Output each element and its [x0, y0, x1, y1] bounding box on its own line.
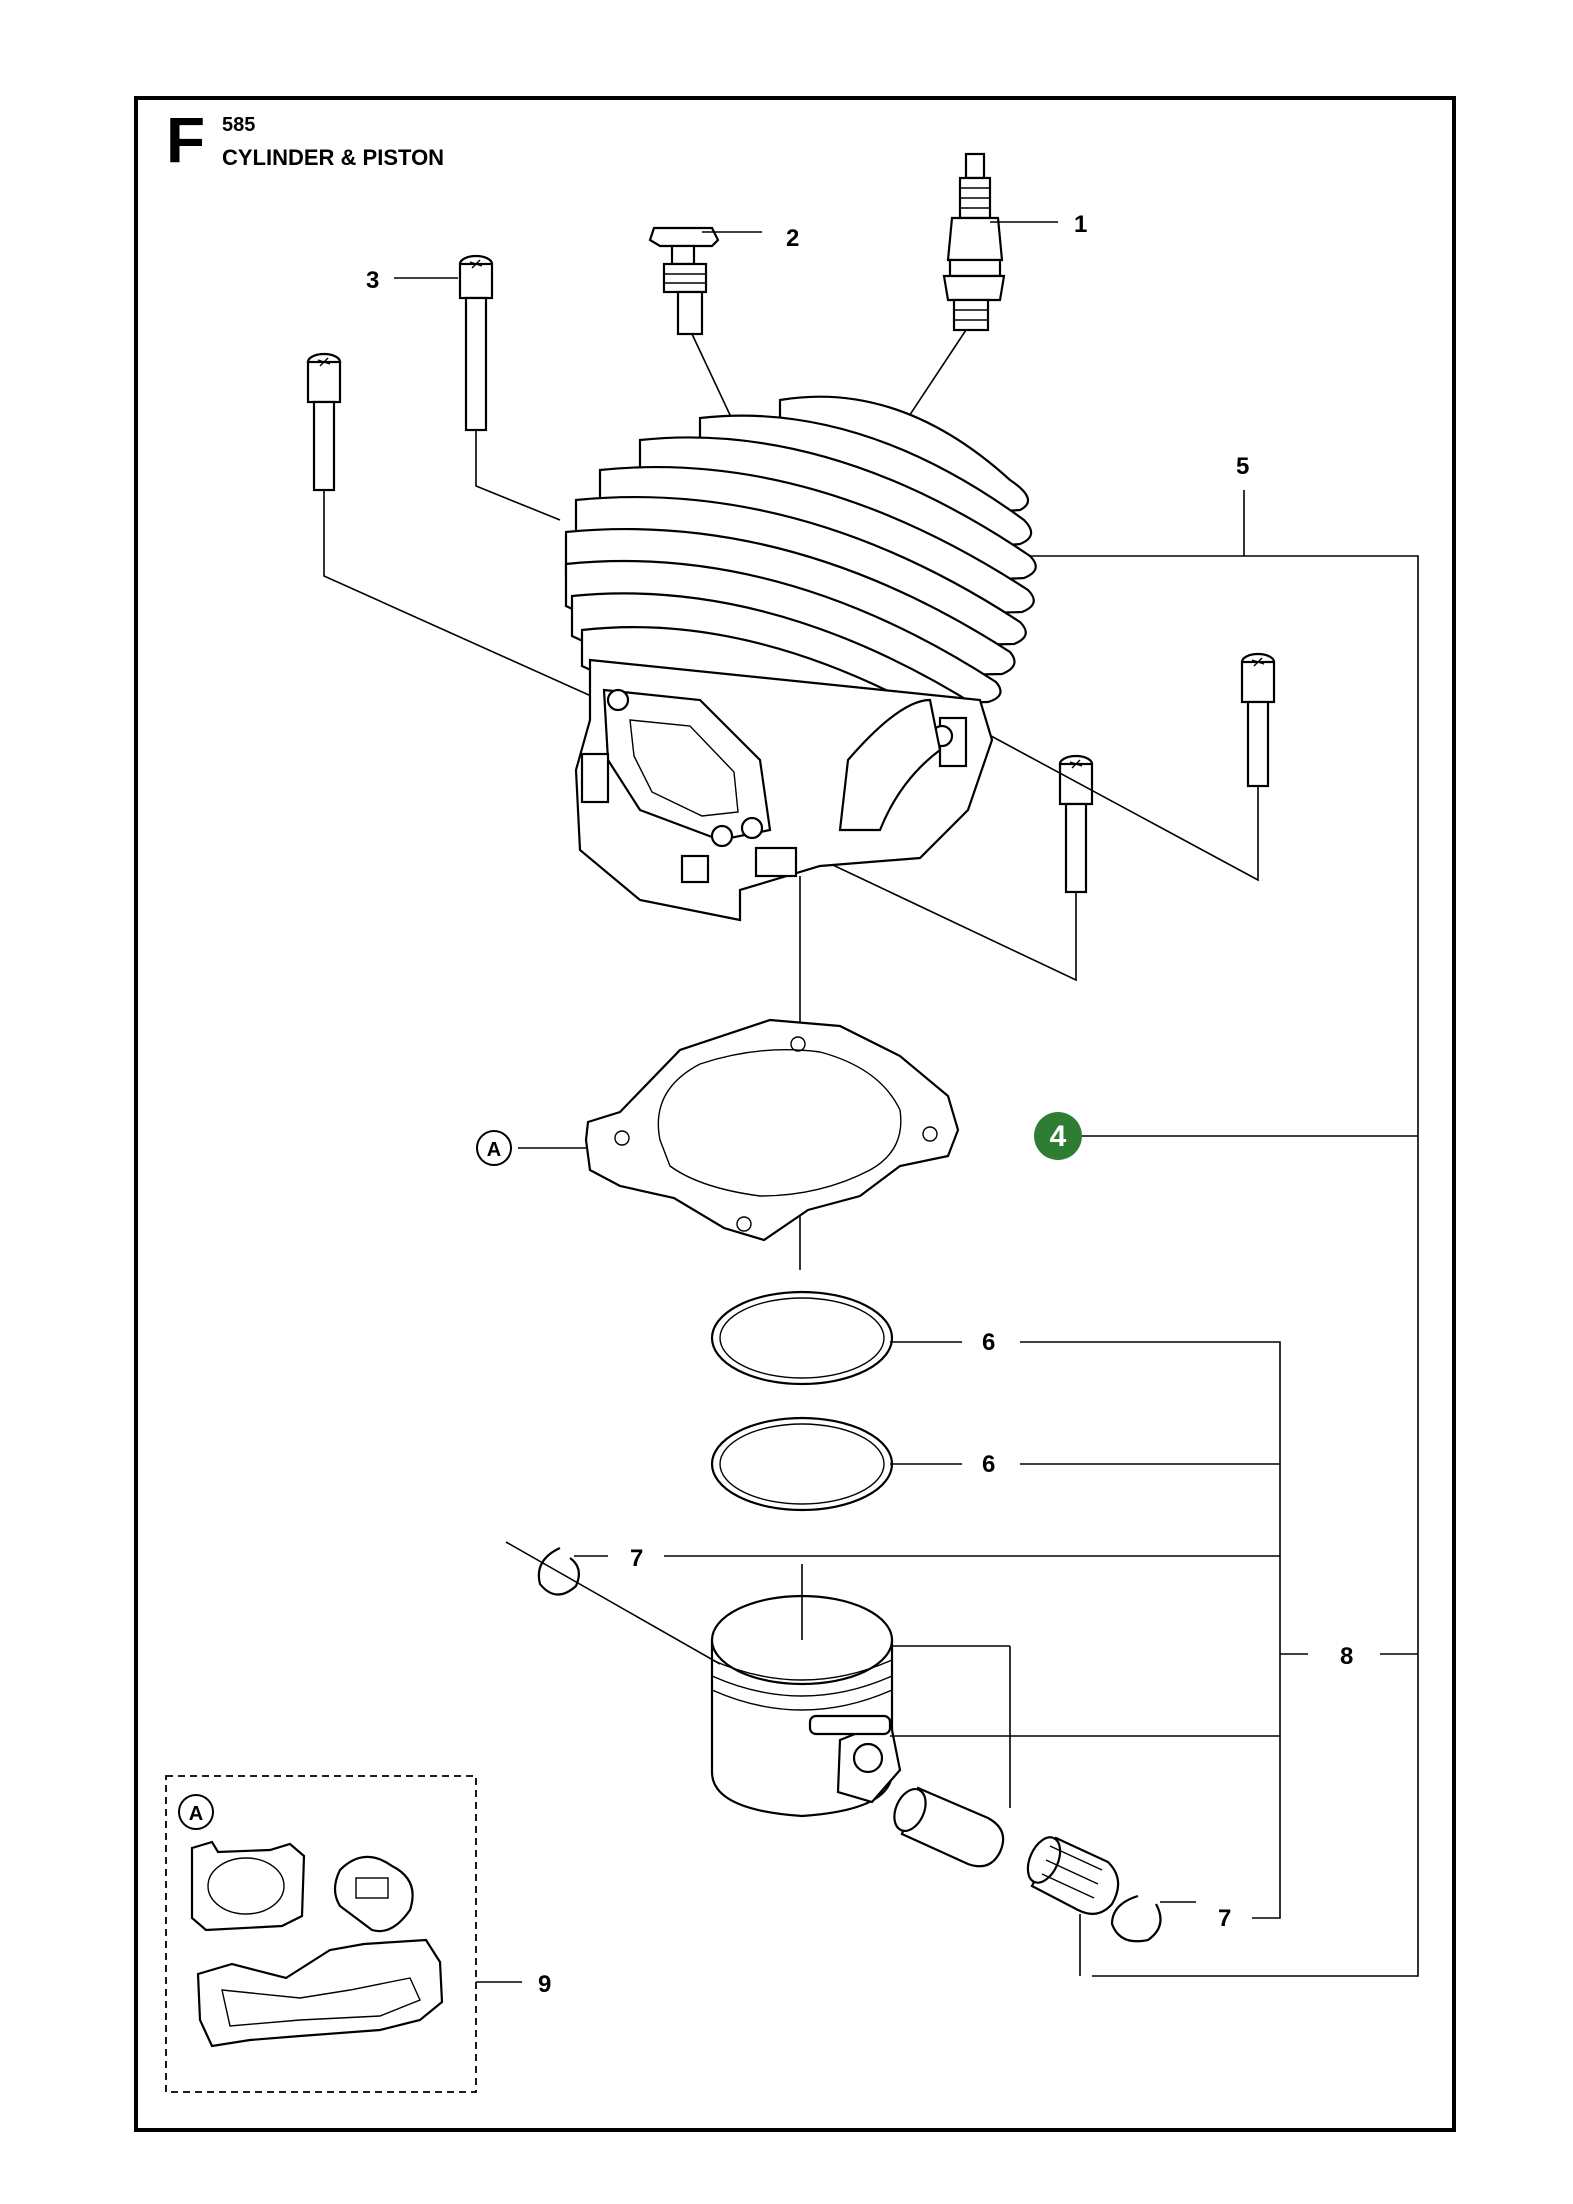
callout-4-label: 4	[1050, 1120, 1067, 1153]
callout-4-highlighted[interactable]: 4	[1034, 1112, 1082, 1160]
callout-6-lower[interactable]: 6	[982, 1451, 995, 1478]
spark-plug[interactable]	[942, 152, 1006, 332]
reference-a-label: A	[487, 1139, 501, 1161]
piston-ring-lower[interactable]	[710, 1416, 894, 1512]
callout-7-left[interactable]: 7	[630, 1545, 643, 1572]
circlip-right[interactable]	[1110, 1894, 1162, 1943]
page-title: CYLINDER & PISTON	[222, 145, 445, 170]
cylinder[interactable]	[564, 395, 1037, 922]
callout-1[interactable]: 1	[1074, 211, 1087, 238]
screw-upper-left[interactable]	[458, 254, 494, 432]
callout-3[interactable]: 3	[366, 267, 379, 294]
page-frame	[134, 96, 1456, 2132]
reference-a-kit[interactable]: A	[178, 1794, 214, 1830]
decompression-valve[interactable]	[648, 226, 720, 336]
callout-7-right[interactable]: 7	[1218, 1905, 1231, 1932]
gasket-kit-box[interactable]	[165, 1775, 477, 2093]
section-letter: F	[166, 104, 206, 176]
callout-2[interactable]: 2	[786, 225, 799, 252]
callout-9[interactable]: 9	[538, 1971, 551, 1998]
piston-pin[interactable]	[888, 1784, 1005, 1868]
callout-8[interactable]: 8	[1340, 1643, 1353, 1670]
needle-bearing[interactable]	[1021, 1832, 1120, 1915]
callout-5[interactable]: 5	[1236, 453, 1249, 480]
piston[interactable]	[710, 1594, 902, 1818]
callout-6-upper[interactable]: 6	[982, 1329, 995, 1356]
reference-a-gasket[interactable]: A	[476, 1130, 512, 1166]
kit-reference-a-label: A	[189, 1803, 203, 1825]
screw-far-left[interactable]	[306, 352, 342, 492]
screw-right-lower[interactable]	[1058, 754, 1094, 894]
screw-right-upper[interactable]	[1240, 652, 1276, 788]
model-number: 585	[222, 114, 256, 136]
cylinder-gasket[interactable]	[584, 1018, 960, 1242]
piston-ring-upper[interactable]	[710, 1290, 894, 1386]
